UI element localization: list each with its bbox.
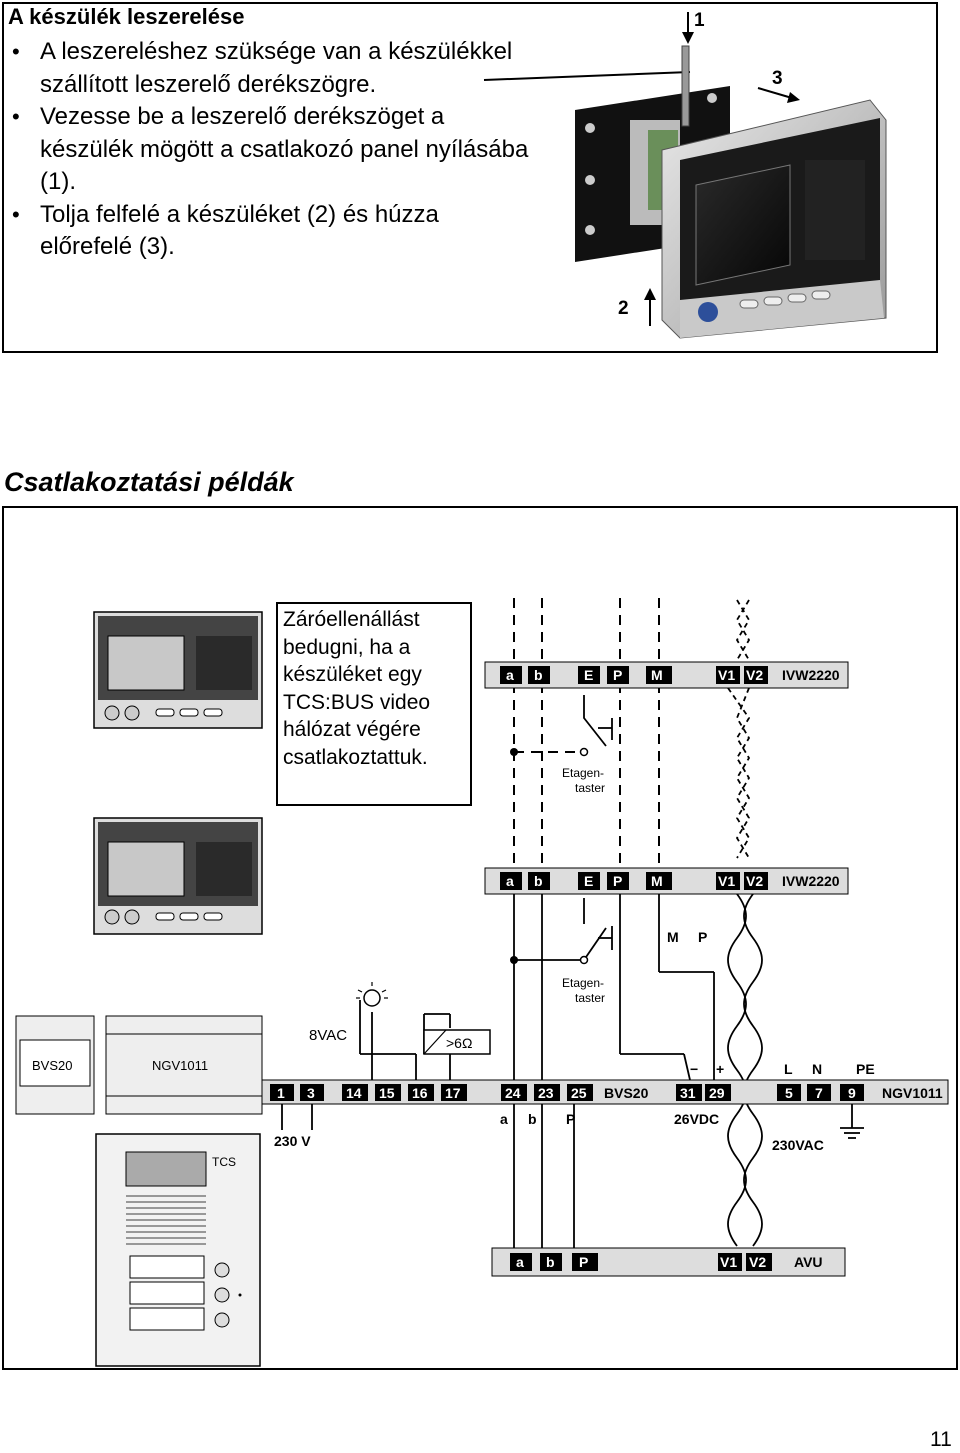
n-label: N bbox=[812, 1061, 822, 1077]
terminal-m: M bbox=[651, 667, 663, 683]
terminal-b: b bbox=[534, 873, 543, 889]
device-name-ivw2220: IVW2220 bbox=[782, 667, 840, 683]
terminal-v2: V2 bbox=[746, 667, 763, 683]
terminal-e: E bbox=[584, 873, 593, 889]
voltage-26vdc-label: 26VDC bbox=[674, 1111, 719, 1127]
removal-step: Tolja felfelé a készüléket (2) és húzza … bbox=[10, 199, 530, 264]
bvs20-module bbox=[15, 1015, 95, 1115]
terminal-b: b bbox=[534, 667, 543, 683]
video-monitor-2 bbox=[93, 817, 263, 935]
device-removal-illustration bbox=[483, 12, 887, 339]
label-step-3: 3 bbox=[772, 68, 783, 89]
terminal-p: P bbox=[613, 667, 622, 683]
terminal: 29 bbox=[709, 1085, 725, 1101]
terminal-e: E bbox=[584, 667, 593, 683]
terminal-v2: V2 bbox=[749, 1254, 766, 1270]
l-label: L bbox=[784, 1061, 793, 1077]
terminal: 14 bbox=[346, 1085, 362, 1101]
removal-steps: A leszereléshez szüksége van a készülékk… bbox=[10, 36, 530, 264]
wire-label-m: M bbox=[667, 929, 679, 945]
terminal: 3 bbox=[307, 1085, 315, 1101]
terminal-row-ivw2220-1 bbox=[484, 661, 849, 689]
terminal-row-ivw2220-2 bbox=[484, 867, 849, 895]
etagentaster-label: taster bbox=[575, 991, 605, 1005]
terminal: 9 bbox=[848, 1085, 856, 1101]
minus-label: − bbox=[690, 1061, 698, 1077]
etagentaster-label: Etagen- bbox=[562, 976, 604, 990]
terminal: 25 bbox=[571, 1085, 587, 1101]
examples-box bbox=[2, 506, 958, 1370]
termination-note: Záróellenállást bedugni, ha a készüléket… bbox=[276, 602, 472, 806]
page-number: 11 bbox=[930, 1428, 952, 1451]
device-name-avu: AVU bbox=[794, 1254, 823, 1270]
terminal: 31 bbox=[680, 1085, 696, 1101]
etagentaster-label: Etagen- bbox=[562, 766, 604, 780]
device-name-ngv1011: NGV1011 bbox=[882, 1085, 943, 1101]
removal-title: A készülék leszerelése bbox=[8, 4, 245, 29]
wire-label-b: b bbox=[528, 1111, 537, 1127]
terminal-v1: V1 bbox=[718, 873, 735, 889]
terminal-v1: V1 bbox=[720, 1254, 737, 1270]
terminal-m: M bbox=[651, 873, 663, 889]
terminal: 17 bbox=[445, 1085, 461, 1101]
bvs20-module-label: BVS20 bbox=[32, 1058, 72, 1073]
label-step-2: 2 bbox=[618, 298, 629, 319]
terminal: 23 bbox=[538, 1085, 554, 1101]
removal-box bbox=[2, 2, 938, 353]
wire-label-a: a bbox=[500, 1111, 508, 1127]
tcs-logo: TCS bbox=[212, 1155, 236, 1169]
voltage-230v-label: 230 V bbox=[274, 1133, 311, 1149]
terminal-p: P bbox=[613, 873, 622, 889]
wire-label-p: P bbox=[698, 929, 707, 945]
video-monitor-1 bbox=[93, 611, 263, 729]
terminal: 1 bbox=[277, 1085, 285, 1101]
ngv1011-module bbox=[105, 1015, 263, 1115]
terminal-a: a bbox=[516, 1254, 524, 1270]
removal-step: Vezesse be a leszerelő derékszöget a kés… bbox=[10, 101, 530, 199]
device-name-bvs20: BVS20 bbox=[604, 1085, 649, 1101]
examples-heading: Csatlakoztatási példák bbox=[4, 467, 294, 497]
terminal: 16 bbox=[412, 1085, 428, 1101]
vac8-label: 8VAC bbox=[309, 1027, 347, 1044]
terminal-v1: V1 bbox=[718, 667, 735, 683]
resistor-label: >6Ω bbox=[446, 1035, 472, 1051]
terminal: 24 bbox=[505, 1085, 521, 1101]
terminal-row-avu bbox=[491, 1247, 846, 1277]
removal-step: A leszereléshez szüksége van a készülékk… bbox=[10, 36, 530, 101]
label-step-1: 1 bbox=[694, 10, 705, 31]
terminal: 15 bbox=[379, 1085, 395, 1101]
device-name-ivw2220: IVW2220 bbox=[782, 873, 840, 889]
pe-label: PE bbox=[856, 1061, 875, 1077]
ngv1011-module-label: NGV1011 bbox=[152, 1058, 208, 1073]
terminal-b: b bbox=[546, 1254, 555, 1270]
terminal-row-bvs20-ngv1011 bbox=[261, 1079, 949, 1105]
voltage-230vac-label: 230VAC bbox=[772, 1137, 824, 1153]
terminal: 7 bbox=[815, 1085, 823, 1101]
terminal-a: a bbox=[506, 667, 514, 683]
terminal-a: a bbox=[506, 873, 514, 889]
terminal: 5 bbox=[785, 1085, 793, 1101]
door-station bbox=[95, 1133, 261, 1367]
terminal-p: P bbox=[579, 1254, 588, 1270]
etagentaster-label: taster bbox=[575, 781, 605, 795]
terminal-v2: V2 bbox=[746, 873, 763, 889]
wire-label-p: P bbox=[566, 1111, 575, 1127]
plus-label: + bbox=[716, 1061, 724, 1077]
